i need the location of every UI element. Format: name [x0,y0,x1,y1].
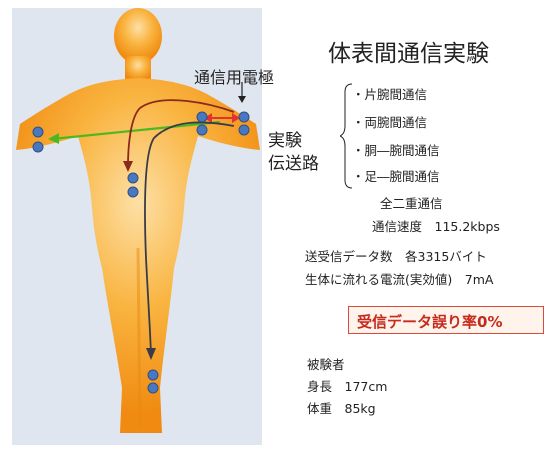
electrode-trunk-1 [128,173,138,183]
subject-heading: 被験者 [307,354,345,373]
electrode-right-arm-1 [197,112,207,122]
electrode-left-arm-1 [33,127,43,137]
route-item: ・足―腕間通信 [352,166,440,185]
experiment-route-label-line2: 伝送路 [268,153,319,176]
electrode-right-arm-3 [239,112,249,122]
error-rate-text: 受信データ誤り率0% [357,311,502,332]
route-item: ・胴―腕間通信 [352,140,440,159]
experiment-route-label: 実験 伝送路 [268,130,319,176]
electrode-left-arm-2 [33,142,43,152]
electrode-label: 通信用電極 [194,64,274,88]
comm-mode: 全二重通信 [380,193,443,212]
body-current: 生体に流れる電流(実効値) 7mA [305,269,493,288]
electrode-leg-1 [148,370,158,380]
data-count: 送受信データ数 各3315バイト [305,246,487,265]
electrode-right-arm-2 [197,125,207,135]
comm-speed: 通信速度 115.2kbps [372,216,500,235]
route-item: ・片腕間通信 [352,84,427,103]
page-title: 体表間通信実験 [328,34,489,68]
subject-height: 身長 177cm [307,376,387,395]
electrode-leg-2 [148,383,158,393]
electrode-trunk-2 [128,187,138,197]
route-item: ・両腕間通信 [352,112,427,131]
subject-weight: 体重 85kg [307,398,376,417]
experiment-route-label-line1: 実験 [268,130,319,153]
electrode-right-arm-4 [239,125,249,135]
